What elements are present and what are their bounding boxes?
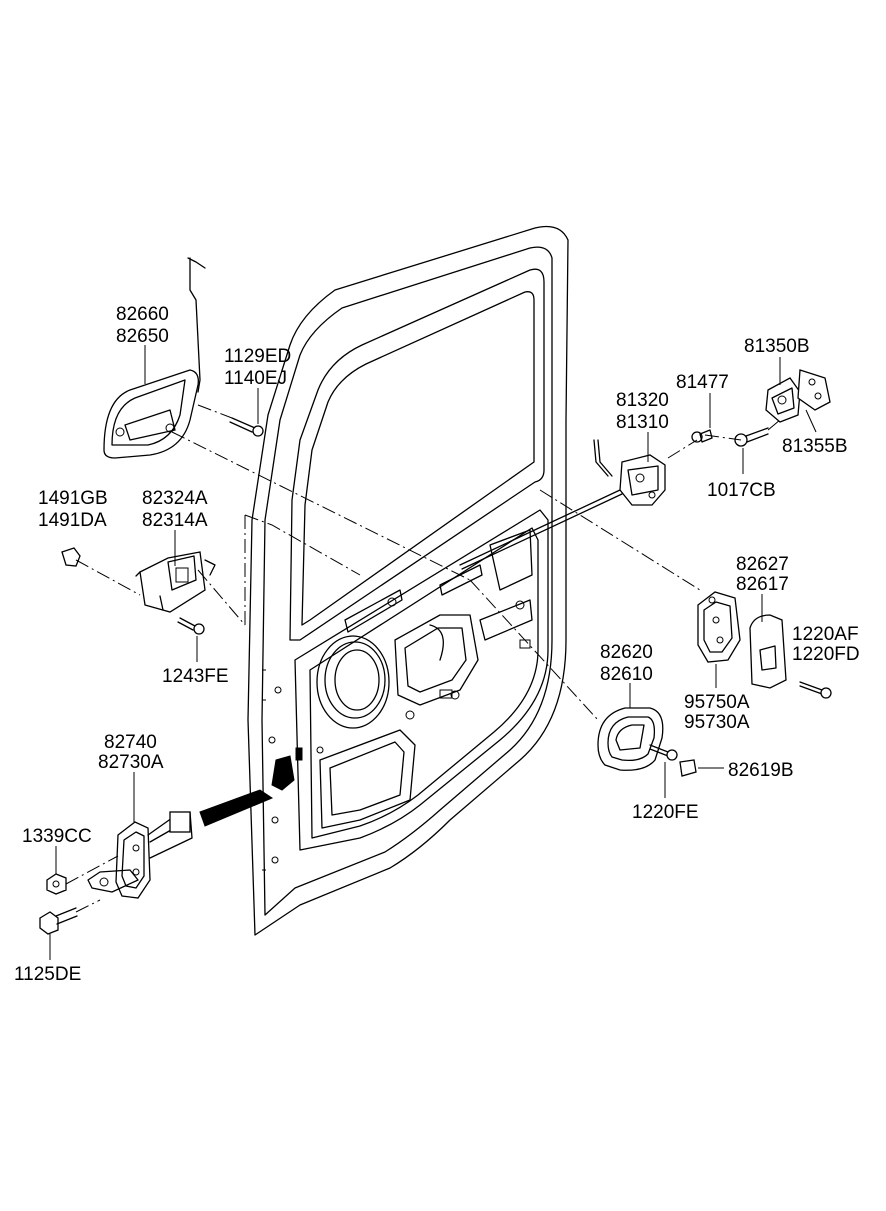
door-panel [199, 225, 569, 936]
label-1125DE: 1125DE [14, 964, 81, 985]
label-82617: 82617 [736, 574, 789, 595]
label-1339CC: 1339CC [22, 826, 92, 847]
label-81355B: 81355B [782, 436, 848, 457]
leader-lines [49, 345, 817, 960]
label-1491DA: 1491DA [38, 510, 107, 531]
label-1140EJ: 1140EJ [224, 368, 287, 389]
label-82627: 82627 [736, 554, 789, 575]
label-81320: 81320 [616, 390, 669, 411]
label-1220FD: 1220FD [792, 644, 860, 665]
label-82730A: 82730A [98, 752, 164, 773]
bracket-82324A [135, 551, 216, 613]
screw-1220AF [799, 681, 832, 699]
label-82324A: 82324A [142, 488, 208, 509]
label-81350B: 81350B [744, 336, 810, 357]
screw-1220FE [649, 744, 678, 761]
shim-81355B [797, 369, 831, 411]
label-1220FE: 1220FE [632, 802, 699, 823]
bolt-1125DE [39, 907, 78, 935]
door-check-82740 [87, 811, 193, 899]
screw-81477 [691, 429, 713, 443]
cover-82627 [749, 614, 787, 689]
label-82314A: 82314A [142, 510, 208, 531]
label-1129ED: 1129ED [224, 346, 291, 367]
part-labels: 82660 82650 1129ED 1140EJ 81350B 81477 8… [14, 304, 860, 985]
screw-1017CB [734, 427, 769, 447]
label-82619B: 82619B [728, 760, 794, 781]
label-82650: 82650 [116, 326, 169, 347]
label-82740: 82740 [104, 732, 157, 753]
label-81477: 81477 [676, 372, 729, 393]
screw-1129ED [229, 417, 264, 437]
label-95730A: 95730A [684, 712, 750, 733]
inside-handle-82660 [103, 257, 206, 459]
clip-1491GB [61, 547, 81, 567]
label-95750A: 95750A [684, 692, 750, 713]
screw-1243FE [177, 617, 205, 635]
label-1017CB: 1017CB [707, 480, 776, 501]
label-81310: 81310 [616, 412, 669, 433]
label-82660: 82660 [116, 304, 169, 325]
door-latch-81320 [593, 439, 666, 506]
actuator-95750A [697, 591, 741, 663]
cap-82619B [679, 759, 697, 777]
label-82620: 82620 [600, 642, 653, 663]
label-82610: 82610 [600, 664, 653, 685]
label-1243FE: 1243FE [162, 666, 229, 687]
striker-81350B [765, 377, 801, 423]
label-1220AF: 1220AF [792, 624, 859, 645]
nut-1339CC [46, 873, 67, 895]
handle-bezel-82620 [597, 707, 664, 771]
label-1491GB: 1491GB [38, 488, 108, 509]
